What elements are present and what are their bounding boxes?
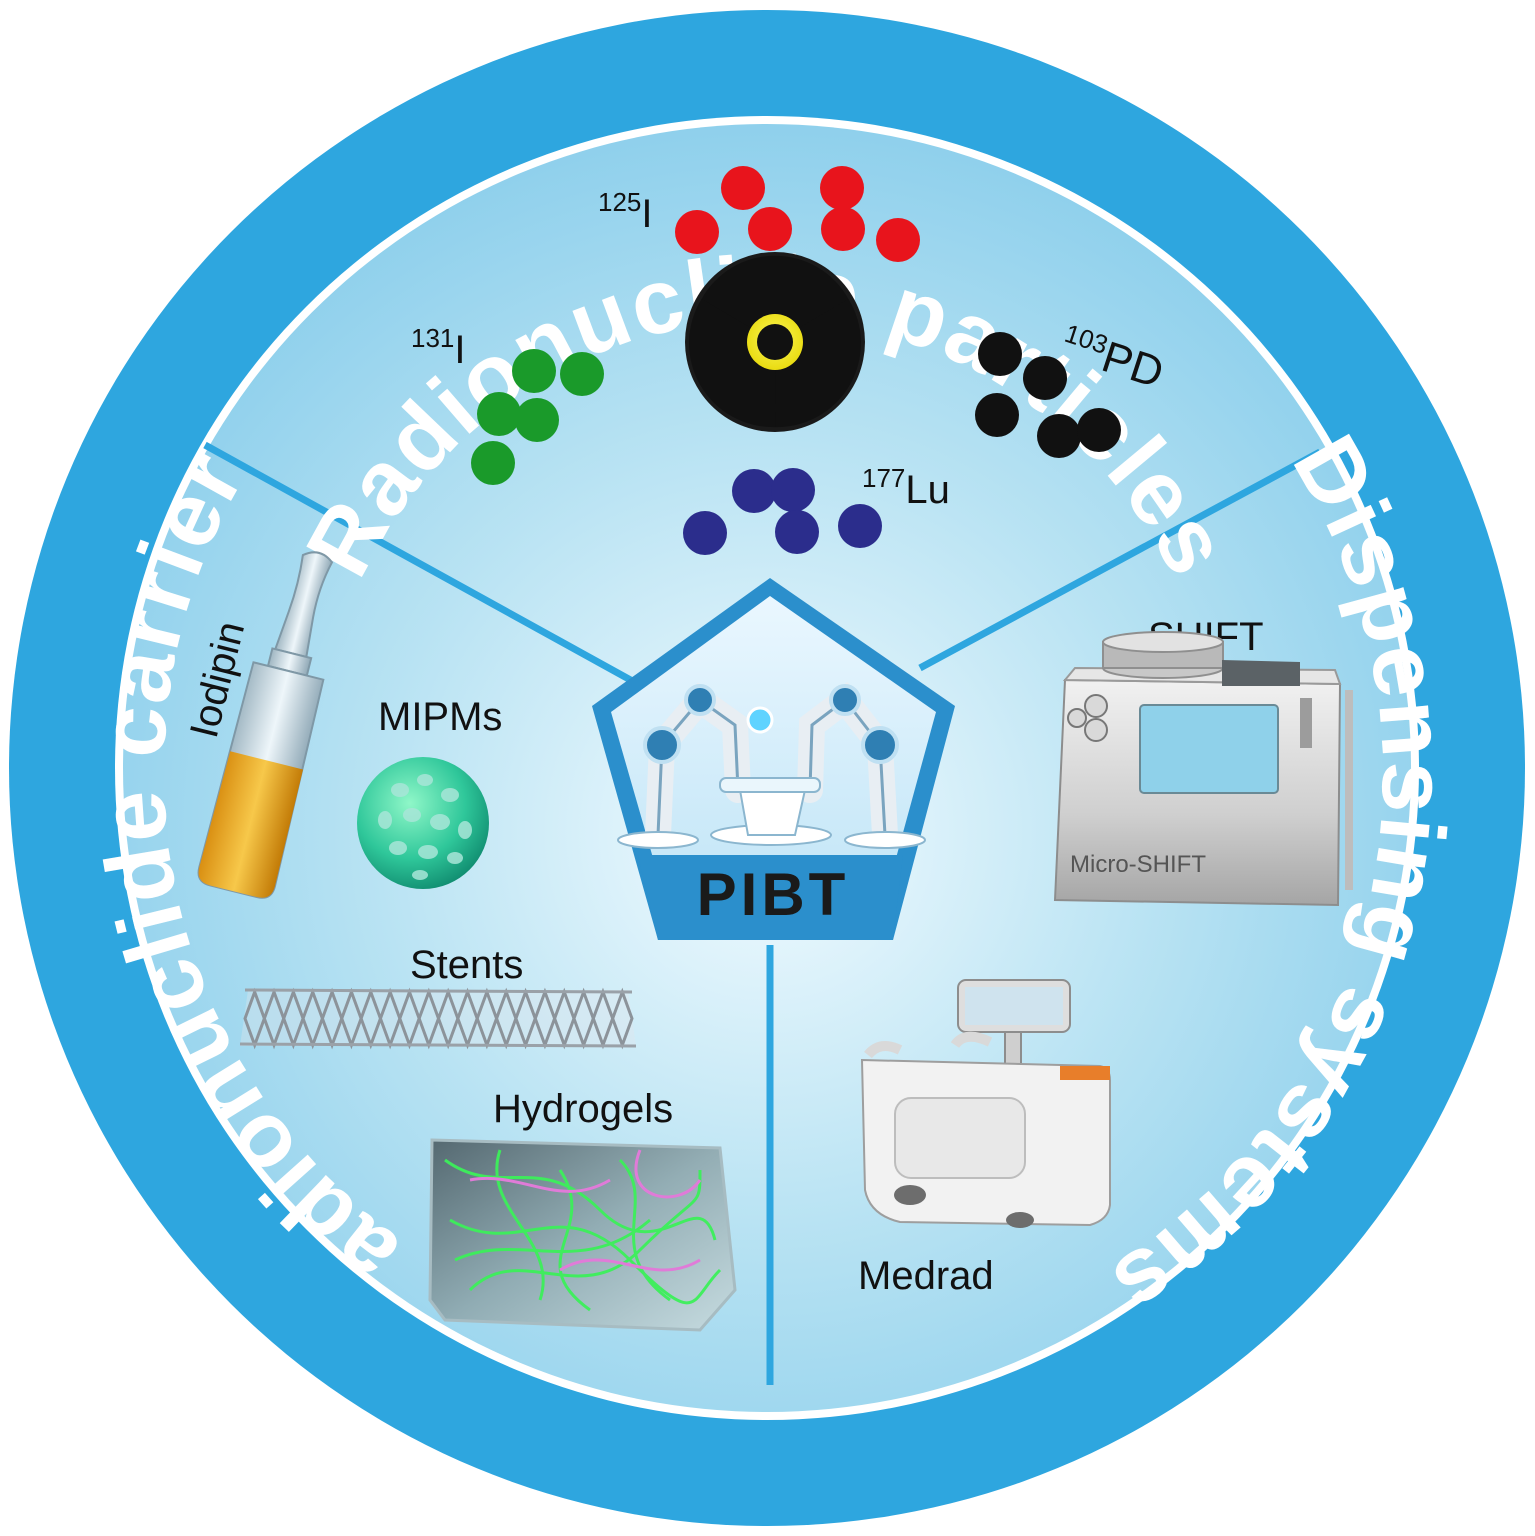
stent-icon xyxy=(239,987,637,1050)
label-hydrogels: Hydrogels xyxy=(493,1087,673,1131)
label-stents: Stents xyxy=(410,943,523,987)
particles-103pd xyxy=(975,332,1121,458)
particles-177lu xyxy=(683,468,882,555)
label-131i: 131I xyxy=(411,323,466,372)
robot-arm-icon xyxy=(643,681,899,848)
mipms-sphere-icon xyxy=(357,757,489,889)
micro-shift-device-icon: Micro-SHIFT xyxy=(1053,631,1353,907)
iodipin-vial-icon xyxy=(197,551,334,899)
label-micro-shift: Micro-SHIFT xyxy=(1070,851,1206,878)
pibt-pentagon: PIBT xyxy=(592,578,955,940)
operating-table-icon xyxy=(617,777,926,849)
radiation-icon xyxy=(685,252,865,432)
label-177lu: 177Lu xyxy=(862,463,950,512)
label-125i: 125I xyxy=(598,187,653,236)
pibt-label: PIBT xyxy=(697,861,850,928)
label-mipms: MIPMs xyxy=(378,695,502,739)
particles-131i xyxy=(471,349,604,485)
hydrogel-block-icon xyxy=(428,1138,737,1332)
particles-125i xyxy=(675,166,920,262)
label-medrad: Medrad xyxy=(858,1254,994,1298)
sector-dividers xyxy=(203,441,1322,1385)
medrad-device-icon xyxy=(860,979,1111,1228)
